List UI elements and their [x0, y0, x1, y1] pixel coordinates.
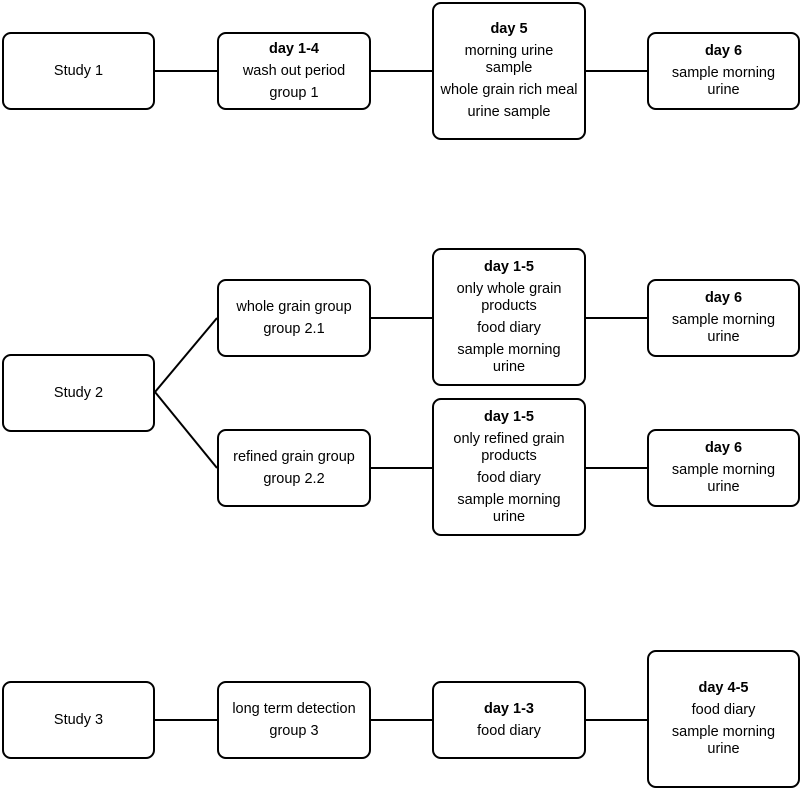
study2-a-day6-box: day 6 sample morning urine [647, 279, 800, 357]
study2-a-day1-5-box: day 1-5 only whole grain products food d… [432, 248, 586, 386]
study1-box: Study 1 [2, 32, 155, 110]
study3-day1-3-text: food diary [477, 722, 541, 739]
study2-group-2-2-text: group 2.2 [263, 470, 325, 487]
study1-morning-urine-text: morning urine sample [464, 43, 554, 76]
study3-day4-5-urine-text: sample morning urine [671, 724, 776, 757]
study3-day1-3-box: day 1-3 food diary [432, 681, 586, 759]
study3-label: Study 3 [53, 711, 104, 728]
study1-label: Study 1 [53, 62, 104, 79]
study2-whole-grain-text: whole grain group [236, 298, 352, 315]
study1-day1-4-heading: day 1-4 [269, 40, 319, 57]
study3-long-term-text: long term detection [232, 700, 356, 717]
study3-long-term-box: long term detection group 3 [217, 681, 371, 759]
study2-b-day6-text: sample morning urine [671, 462, 776, 495]
study1-washout-text: wash out period [242, 62, 346, 79]
study2-group-2-1-text: group 2.1 [263, 320, 325, 337]
study2-refined-grain-text: refined grain group [233, 448, 355, 465]
study3-day1-3-heading: day 1-3 [484, 700, 534, 717]
study3-group-3-text: group 3 [269, 722, 319, 739]
study1-meal-text: whole grain rich meal [440, 82, 578, 98]
study2-refined-grain-box: refined grain group group 2.2 [217, 429, 371, 507]
study1-urine-sample-text: urine sample [467, 104, 551, 120]
study3-day4-5-food-diary-text: food diary [691, 702, 756, 718]
study2-label: Study 2 [53, 384, 104, 401]
study3-day4-5-box: day 4-5 food diary sample morning urine [647, 650, 800, 788]
study2-a-day6-heading: day 6 [704, 290, 743, 306]
study1-day6-box: day 6 sample morning urine [647, 32, 800, 110]
study3-day4-5-heading: day 4-5 [698, 680, 749, 696]
study1-day6-heading: day 6 [704, 43, 743, 59]
study1-day5-heading: day 5 [490, 21, 528, 37]
study2-b-day1-5-heading: day 1-5 [484, 408, 534, 425]
study2-a-products-text: only whole grain products [456, 280, 562, 314]
study2-b-day6-box: day 6 sample morning urine [647, 429, 800, 507]
study2-a-day6-text: sample morning urine [671, 312, 776, 345]
study2-b-day1-5-box: day 1-5 only refined grain products food… [432, 398, 586, 536]
connector-study2-to-refined-grain [154, 391, 218, 469]
study3-box: Study 3 [2, 681, 155, 759]
study2-b-day6-heading: day 6 [704, 440, 743, 456]
connector-study2-to-whole-grain [154, 317, 218, 393]
study2-whole-grain-box: whole grain group group 2.1 [217, 279, 371, 357]
study2-b-urine-text: sample morning urine [457, 491, 561, 525]
study1-group-text: group 1 [269, 84, 319, 101]
study2-a-food-diary-text: food diary [477, 319, 541, 336]
study2-a-day1-5-heading: day 1-5 [484, 258, 534, 275]
study2-b-food-diary-text: food diary [477, 469, 541, 486]
study2-b-products-text: only refined grain products [453, 430, 565, 464]
study1-day1-4-box: day 1-4 wash out period group 1 [217, 32, 371, 110]
study1-day6-text: sample morning urine [671, 65, 776, 98]
study1-day5-box: day 5 morning urine sample whole grain r… [432, 2, 586, 140]
study2-box: Study 2 [2, 354, 155, 432]
study2-a-urine-text: sample morning urine [457, 341, 561, 375]
